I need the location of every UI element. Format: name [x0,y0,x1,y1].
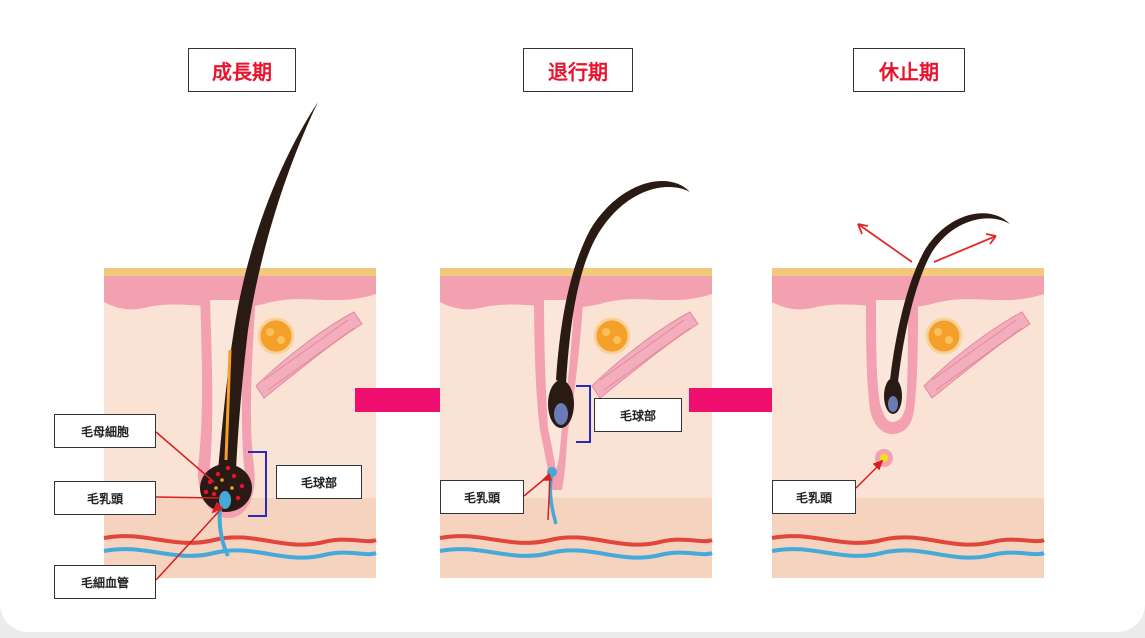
stage-3-title: 休止期 [853,48,965,92]
stage-1-hair-bulb [200,464,252,512]
label-hair-bulb: 毛球部 [594,398,682,432]
label-hair-bulb: 毛球部 [276,465,362,499]
label-dermal-papilla: 毛乳頭 [772,480,856,514]
stage-1-skin-section [102,102,378,581]
stage-2-hair-shaft [556,180,690,384]
stage-3-hair-shaft [890,213,1010,382]
right-arrow-icon [355,372,466,428]
label-dermal-papilla: 毛乳頭 [54,481,156,515]
stage-1-papilla [219,491,231,509]
label-capillary: 毛細血管 [54,565,156,599]
right-arrow-icon [689,372,798,428]
label-hair-matrix-cells: 毛母細胞 [54,414,156,448]
stage-2-bracket [576,385,591,443]
stage-2-title: 退行期 [523,48,633,92]
stage-1-bracket [248,451,267,517]
stage-2-skin-section [438,180,714,580]
stage-3-skin-section [770,213,1046,580]
stage-1-title: 成長期 [188,48,296,92]
shedding-arrow-icon [857,223,997,263]
label-dermal-papilla: 毛乳頭 [440,480,524,514]
